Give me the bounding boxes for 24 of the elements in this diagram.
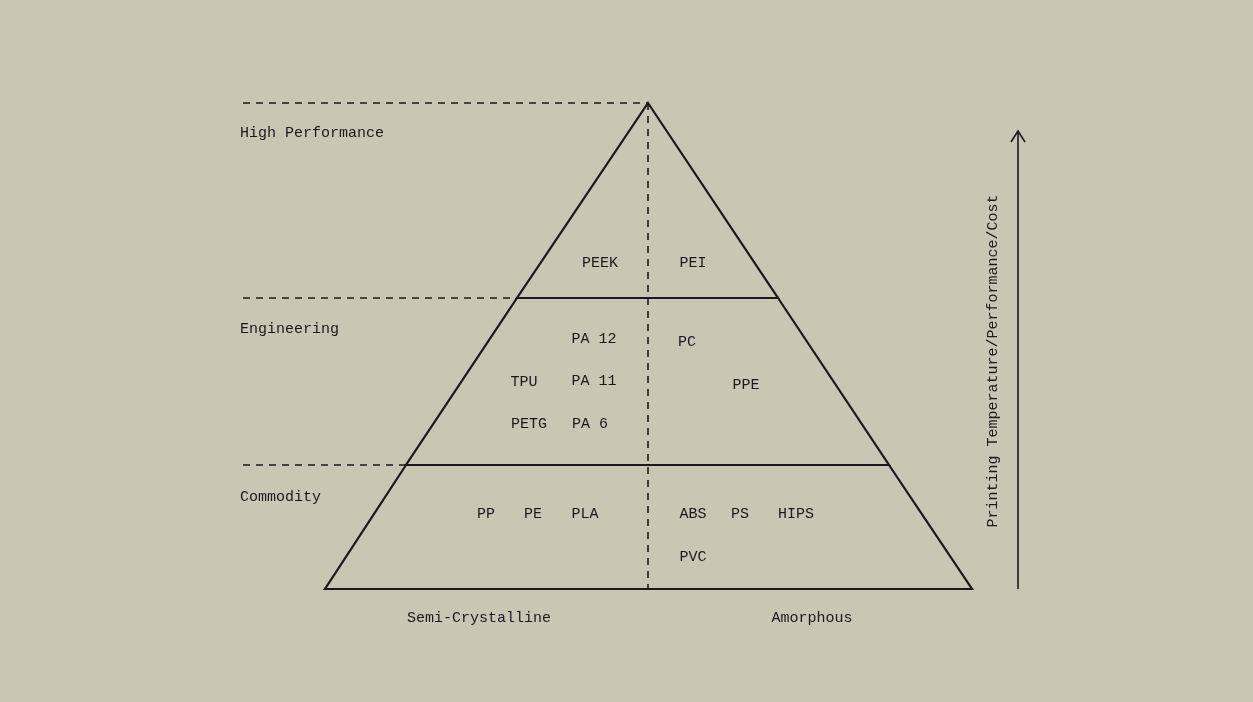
material-label: PP xyxy=(477,505,495,523)
material-label: HIPS xyxy=(778,505,814,523)
material-label: PC xyxy=(678,333,696,351)
pyramid-tier xyxy=(406,298,889,465)
material-label: PETG xyxy=(511,415,547,433)
material-label: PLA xyxy=(571,505,599,523)
material-label: PA 12 xyxy=(571,330,617,348)
pyramid-tier xyxy=(517,103,778,298)
material-label: PVC xyxy=(679,548,707,566)
material-label: PA 6 xyxy=(572,415,608,433)
pyramid-tier xyxy=(325,465,972,589)
material-label: TPU xyxy=(510,373,538,391)
axis-label: Amorphous xyxy=(771,609,853,627)
axis-label: Semi-Crystalline xyxy=(407,609,551,627)
material-label: ABS xyxy=(679,505,707,523)
tier-label: Engineering xyxy=(240,320,340,338)
axis-label: Printing Temperature/Performance/Cost xyxy=(984,194,1002,528)
tier-label: High Performance xyxy=(240,124,385,142)
material-label: PEI xyxy=(679,254,707,272)
material-label: PE xyxy=(524,505,542,523)
material-label: PA 11 xyxy=(571,372,617,390)
material-label: PS xyxy=(731,505,749,523)
material-label: PPE xyxy=(732,376,760,394)
material-label: PEEK xyxy=(582,254,618,272)
